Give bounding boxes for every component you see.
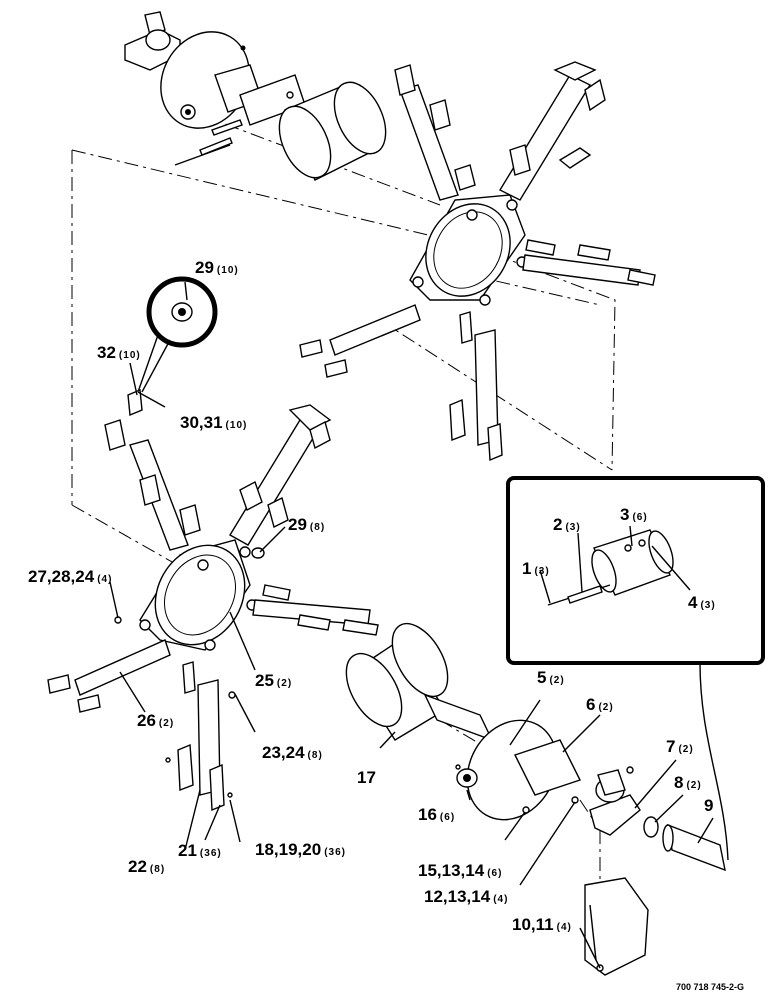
label-30-31: 30,31(10) [180, 413, 247, 432]
label-4: 4(3) [688, 593, 716, 612]
label-27-28-24: 27,28,24(4) [28, 567, 112, 586]
label-5: 5(2) [537, 668, 565, 687]
label-10-11: 10,11(4) [512, 915, 572, 934]
label-12-13-14: 12,13,14(4) [424, 887, 508, 906]
label-26: 26(2) [137, 711, 174, 730]
label-32: 32(10) [97, 343, 141, 362]
label-2: 2(3) [553, 515, 581, 534]
callout-labels: 29(10) 32(10) 30,31(10) 29(8) 27,28,24(4… [28, 258, 744, 992]
label-9: 9 [704, 796, 713, 815]
lower-spider-assembly [47, 388, 379, 812]
label-22: 22(8) [128, 857, 165, 876]
label-21: 21(36) [178, 841, 222, 860]
pin-detail-inset [506, 476, 765, 861]
label-23-24: 23,24(8) [262, 743, 323, 762]
label-16: 16(6) [418, 805, 455, 824]
label-6: 6(2) [586, 695, 614, 714]
label-29-mid: 29(8) [288, 515, 325, 534]
top-shaft-assembly [124, 11, 387, 181]
upper-spider-assembly [299, 61, 656, 462]
label-7: 7(2) [666, 737, 694, 756]
label-17: 17 [357, 768, 376, 787]
label-15-13-14: 15,13,14(6) [418, 861, 502, 880]
label-3: 3(6) [620, 505, 648, 524]
label-1: 1(3) [522, 559, 550, 578]
label-18-19-20: 18,19,20(36) [255, 840, 346, 859]
drawing-code: 700 718 745-2-G [676, 982, 744, 992]
bushing-detail-callout [137, 276, 218, 393]
label-25: 25(2) [255, 671, 292, 690]
label-29-top: 29(10) [195, 258, 239, 277]
leader-lines [109, 362, 714, 969]
lower-shaft-assembly [345, 622, 726, 976]
label-8: 8(2) [674, 773, 702, 792]
